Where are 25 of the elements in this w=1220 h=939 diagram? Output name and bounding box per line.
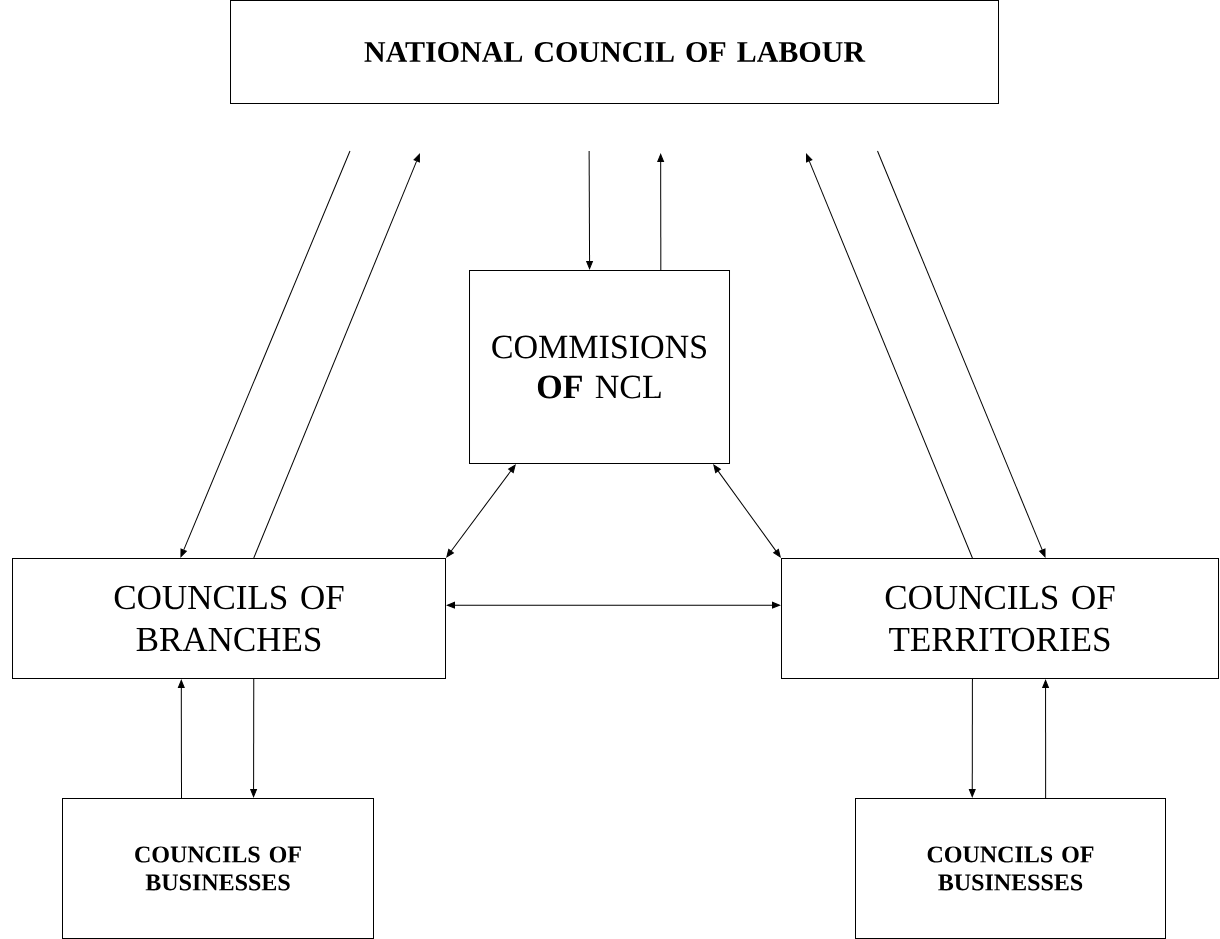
arrow (586, 150, 593, 270)
box-text: COUNCILS OF TERRITORIES (885, 585, 1115, 652)
arrow (1042, 679, 1049, 799)
arrow (968, 678, 976, 798)
box-text: COUNCILS OF BUSINESSES (927, 846, 1094, 891)
arrow (177, 679, 185, 799)
arrow (446, 464, 516, 558)
arrow (250, 678, 257, 798)
arrow (180, 150, 351, 558)
box (469, 270, 730, 464)
box (62, 798, 374, 939)
box-text: COUNCILS OF BUSINESSES (135, 846, 301, 891)
arrow (657, 153, 665, 271)
box (230, 0, 999, 104)
arrow (877, 150, 1046, 558)
box (855, 798, 1166, 939)
arrow (446, 601, 781, 609)
arrow (806, 153, 973, 559)
box-text: NATIONAL COUNCIL OF LABOUR (364, 41, 866, 63)
arrow (253, 153, 420, 559)
arrow (713, 464, 781, 558)
box (781, 558, 1219, 679)
box-text: COUNCILS OF BRANCHES (114, 585, 344, 652)
box-text: COMMISIONS OF NCL (492, 335, 706, 399)
box (12, 558, 446, 679)
